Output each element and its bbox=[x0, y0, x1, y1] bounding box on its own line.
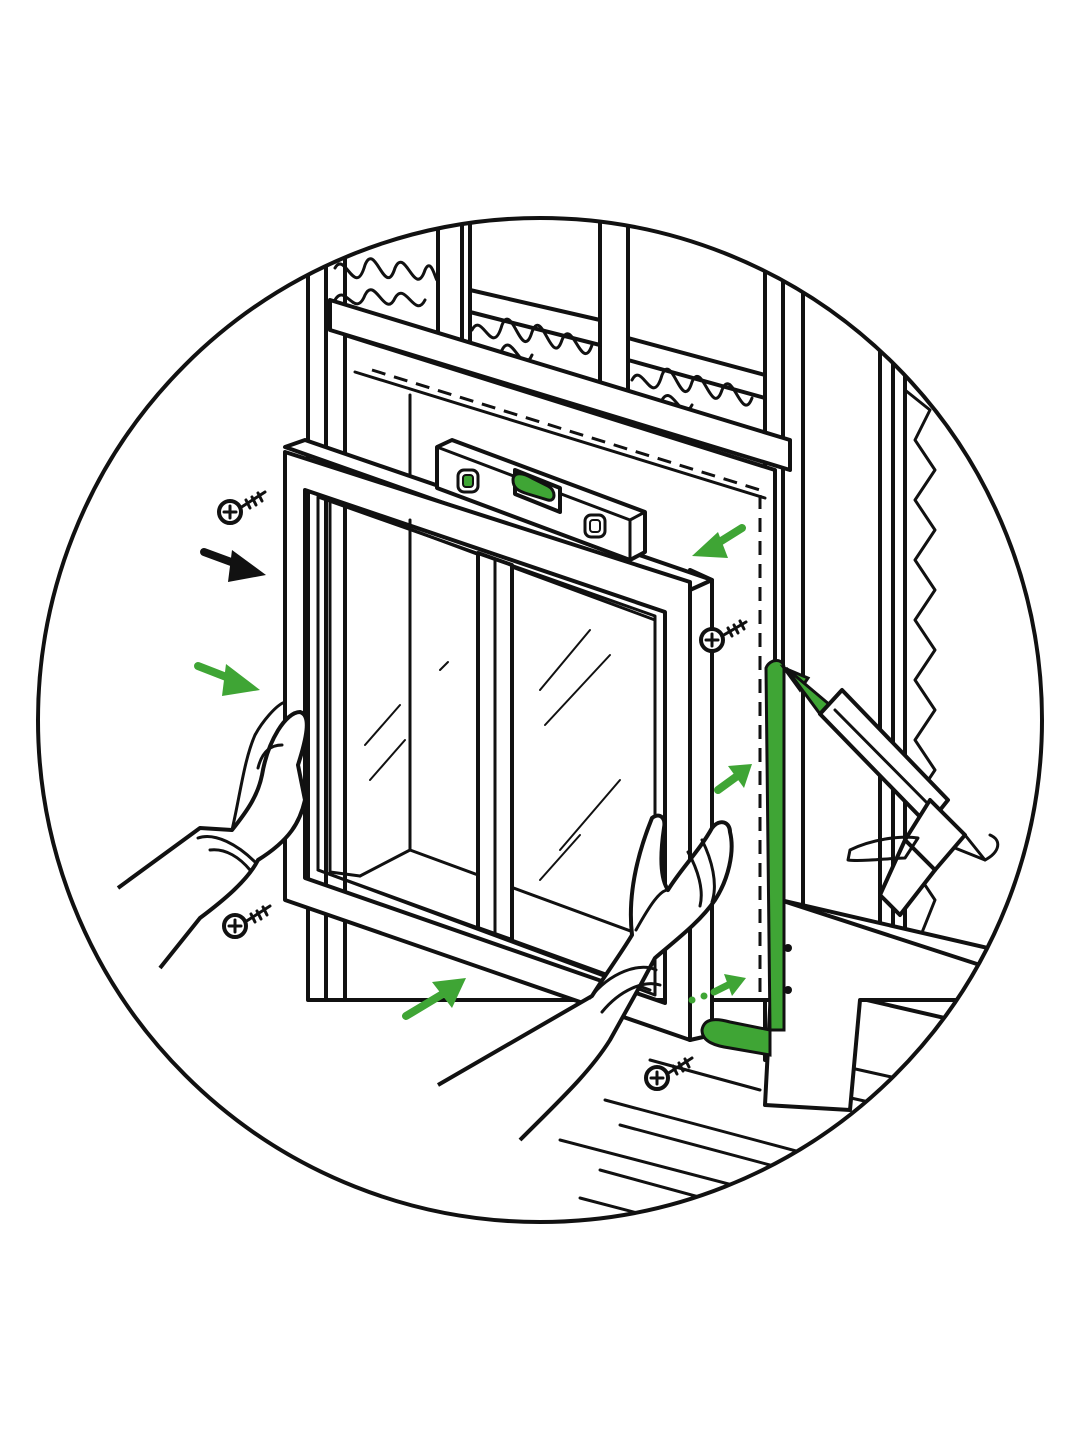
right-hand-icon bbox=[436, 813, 734, 1142]
left-hand-icon bbox=[116, 700, 309, 970]
arrow-icon bbox=[200, 548, 266, 582]
arrow-icon bbox=[688, 974, 746, 1004]
spirit-level-icon bbox=[435, 438, 647, 562]
screw-icon bbox=[644, 1056, 694, 1091]
arrow-icon bbox=[692, 524, 746, 558]
circle-frame bbox=[36, 216, 1044, 1224]
screw-icon bbox=[222, 904, 272, 939]
scene bbox=[116, 218, 1042, 1222]
rough-opening bbox=[328, 298, 792, 1002]
arrow-icon bbox=[402, 978, 466, 1020]
arrow-icon bbox=[194, 662, 260, 696]
caulking-gun-icon bbox=[784, 666, 1000, 917]
screw-icon bbox=[699, 619, 748, 653]
arrow-icon bbox=[714, 764, 752, 794]
screw-icon bbox=[217, 490, 267, 525]
